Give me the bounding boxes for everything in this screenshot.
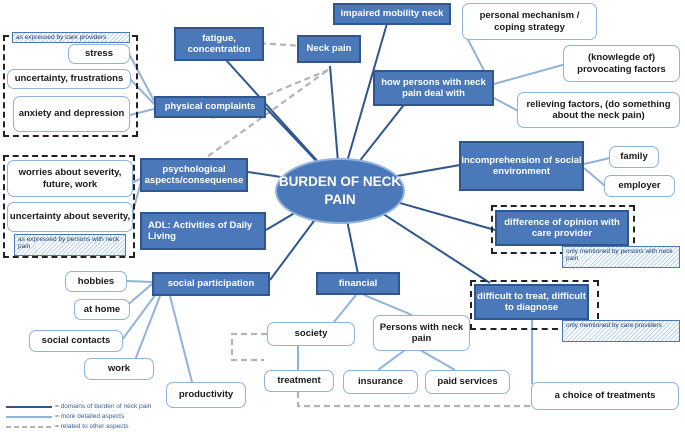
domain-difference-opinion: difference of opinion with care provider [495, 210, 629, 246]
note-only-persons: only mentioned by persons with neck pain [562, 246, 680, 268]
detail-family: family [609, 146, 659, 168]
related-line [199, 69, 329, 163]
group-persons-neck-pain [3, 155, 135, 258]
detail-persons-neck-pain: Persons with neck pain [373, 315, 470, 351]
detail-line [121, 293, 157, 341]
detail-uncertainty-severity: uncertainty about severity, [7, 202, 133, 232]
detail-line [377, 349, 406, 371]
center-burden-of-neck-pain: BURDEN OF NECK PAIN [275, 158, 405, 224]
domain-social-participation: social participation [152, 272, 270, 296]
detail-line [125, 280, 153, 283]
note-only-care: only mentioned by care providers [562, 320, 680, 342]
detail-treatment: treatment [264, 370, 334, 392]
detail-choice-treatments: a choice of treatments [531, 382, 679, 410]
detail-paid-services: paid services [425, 370, 510, 394]
legend-related: = related to other aspects [55, 423, 129, 430]
domain-difficult-treat: difficult to treat, difficult to diagnos… [474, 284, 589, 320]
detail-relieving-factors: relieving factors, (do something about t… [517, 92, 680, 128]
detail-line [169, 295, 193, 383]
detail-anxiety-depression: anxiety and depression [13, 96, 130, 132]
legend-domains-label: = domains of burden of neck pain [55, 403, 152, 410]
detail-stress: stress [68, 44, 130, 64]
detail-line [583, 157, 611, 165]
detail-line [419, 349, 456, 371]
detail-at-home: at home [74, 299, 130, 320]
detail-employer: employer [604, 175, 675, 197]
detail-line [583, 167, 606, 187]
detail-line [493, 97, 521, 113]
detail-line [493, 63, 567, 85]
detail-society: society [267, 322, 355, 346]
detail-line [363, 294, 413, 316]
detail-provocating-factors: (knowlegde of) provocating factors [563, 45, 680, 82]
detail-line [129, 78, 159, 109]
legend-detailed-label: = more detailed aspects [55, 413, 125, 420]
detail-line [131, 295, 161, 369]
related-line [296, 392, 534, 408]
detail-productivity: productivity [166, 382, 246, 408]
domain-deal-with: how persons with neck pain deal with [373, 70, 494, 106]
detail-hobbies: hobbies [65, 271, 127, 292]
note-care-providers: as expressed by care providers [12, 32, 130, 43]
note-persons-neck-pain: as expressed by persons with neck pain [14, 234, 126, 256]
detail-line [333, 294, 357, 323]
domain-adl: ADL: Activities of Daily Living [140, 212, 266, 250]
domain-neck-pain: Neck pain [297, 35, 361, 63]
related-line [230, 332, 267, 362]
detail-personal-mechanism: personal mechanism / coping strategy [462, 3, 597, 40]
detail-work: work [84, 358, 154, 380]
detail-worries-severity: worries about severity, future, work [7, 160, 133, 197]
detail-line [129, 107, 159, 116]
domain-fatigue: fatigue, concentration [174, 27, 264, 61]
detail-uncertainty-frustrations: uncertainty, frustrations [7, 69, 131, 89]
domain-psychological: psychological aspects/consequense [140, 158, 248, 192]
domain-impaired-mobility: impaired mobility neck [333, 3, 451, 25]
domain-financial: financial [316, 272, 400, 295]
domain-physical-complaints: physical complaints [154, 96, 266, 118]
detail-social-contacts: social contacts [29, 330, 123, 352]
legend-related-label: = related to other aspects [55, 423, 129, 430]
detail-insurance: insurance [343, 370, 418, 394]
group-difficult-treat [470, 280, 599, 330]
legend-detailed: = more detailed aspects [55, 413, 124, 420]
legend-domains: = domains of burden of neck pain [55, 403, 151, 410]
detail-line [127, 51, 159, 109]
domain-incomprehension: incomprehension of social environment [459, 141, 584, 191]
